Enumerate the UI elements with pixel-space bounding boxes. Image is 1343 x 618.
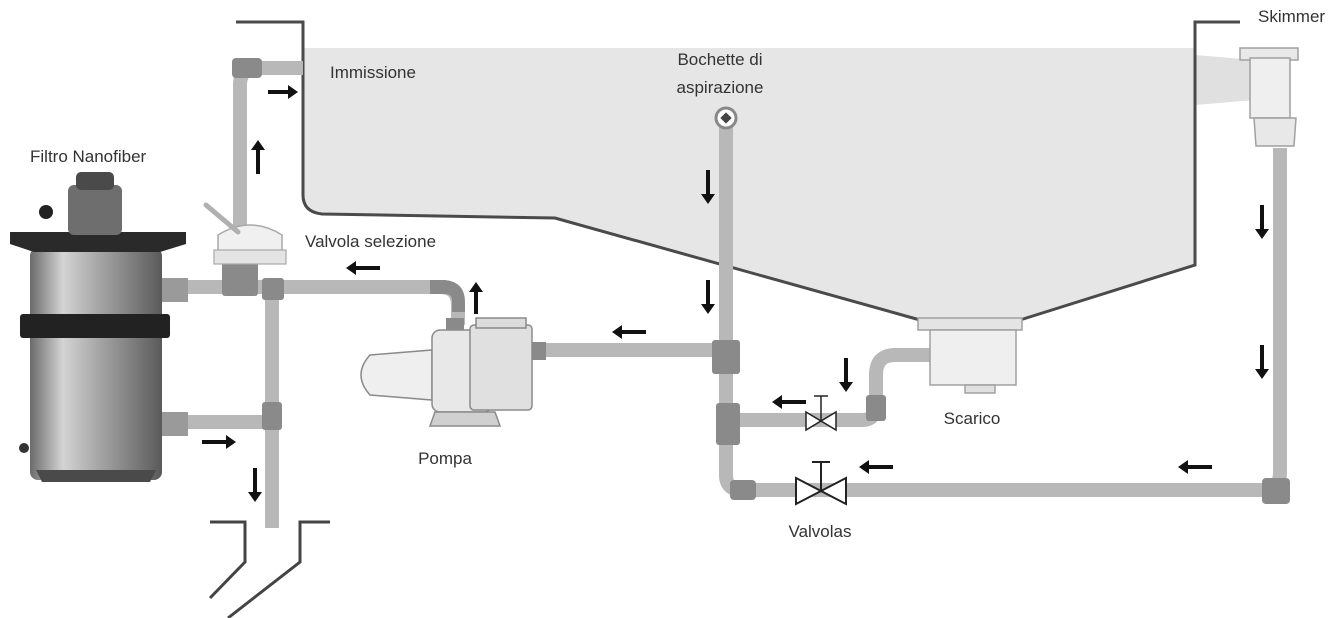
pool-water [303, 48, 1195, 320]
filter-port-bottom [160, 412, 188, 436]
selector-valve-body [217, 224, 283, 256]
filter-band [20, 314, 170, 338]
fitting-pump-elbow [430, 280, 465, 312]
sewer-left [208, 520, 247, 600]
drain-lip [917, 317, 1023, 331]
drain-body [929, 329, 1017, 386]
fittings [222, 58, 1290, 504]
sewer-outlet [208, 520, 330, 618]
label-bochette-line1: Bochette di [677, 50, 762, 69]
filter-drain-plug [19, 443, 29, 453]
arrow-bochette-down-1 [701, 170, 715, 204]
skimmer-water [1195, 55, 1255, 105]
label-valvolas: Valvolas [789, 522, 852, 541]
filter-body [30, 248, 162, 480]
arrow-filter-top-left [346, 261, 380, 275]
skimmer-bottom [1253, 117, 1297, 147]
fitting-scarico-elbow [866, 395, 886, 421]
fitting-lower-elbow [262, 402, 282, 430]
fitting-inlet-elbow [232, 58, 262, 78]
pipe-filter-bottom [186, 411, 279, 429]
flow-arrows [202, 85, 1269, 502]
arrow-valvolas-left [859, 460, 893, 474]
skimmer [1239, 47, 1299, 147]
filter-lid [10, 232, 186, 252]
main-drain [917, 317, 1023, 394]
label-pompa: Pompa [418, 449, 472, 468]
pool-left-wall [236, 20, 921, 322]
arrow-skimmer-down-2 [1255, 345, 1269, 379]
fitting-bottom-right-elbow [1262, 478, 1290, 504]
filter-gauge [39, 205, 53, 219]
filter-base [36, 470, 156, 482]
arrow-pump-up [469, 282, 483, 314]
selector-valve-handle [203, 202, 241, 235]
fitting-drain-tee [262, 278, 284, 300]
pipe-scarico-branch [733, 348, 930, 427]
pump-lid [475, 317, 527, 329]
label-filtro: Filtro Nanofiber [30, 147, 147, 166]
filter-head [68, 185, 122, 235]
pump-basket [469, 324, 533, 411]
bochette-nozzle [714, 106, 738, 130]
label-valvola-selezione: Valvola selezione [305, 232, 436, 251]
arrow-bottom-left [1178, 460, 1212, 474]
arrow-drain-down [839, 358, 853, 392]
label-bochette-line2: aspirazione [677, 78, 764, 97]
main-valve [795, 461, 847, 506]
arrow-scarico-left [772, 395, 806, 409]
fitting-scarico-tee [716, 403, 740, 445]
arrow-drain-out-down [248, 468, 262, 502]
filter-nanofiber [10, 172, 188, 482]
filter-port-top [160, 278, 188, 302]
label-immissione: Immissione [330, 63, 416, 82]
arrow-inlet-right [268, 85, 298, 99]
selector-valve [203, 202, 287, 265]
label-skimmer: Skimmer [1258, 7, 1325, 26]
fitting-bottom-left-elbow [730, 480, 756, 500]
fitting-valve-tee [222, 262, 258, 296]
arrow-inlet-up [251, 140, 265, 174]
arrow-filter-out-right [202, 435, 236, 449]
drain-outlet [964, 384, 996, 394]
pump [360, 317, 533, 427]
selector-valve-base [213, 249, 287, 265]
skimmer-body [1249, 57, 1291, 119]
arrow-skimmer-down-1 [1255, 205, 1269, 239]
arrow-bochette-down-2 [701, 280, 715, 314]
sewer-right [227, 520, 330, 618]
pool-right-wall [1019, 20, 1240, 322]
fitting-bochette-tee [712, 340, 740, 374]
pump-motor [360, 349, 433, 401]
label-scarico: Scarico [944, 409, 1001, 428]
arrow-main-left [612, 325, 646, 339]
small-valve [805, 395, 837, 432]
filter-cap [76, 172, 114, 190]
pump-foot [428, 411, 502, 427]
